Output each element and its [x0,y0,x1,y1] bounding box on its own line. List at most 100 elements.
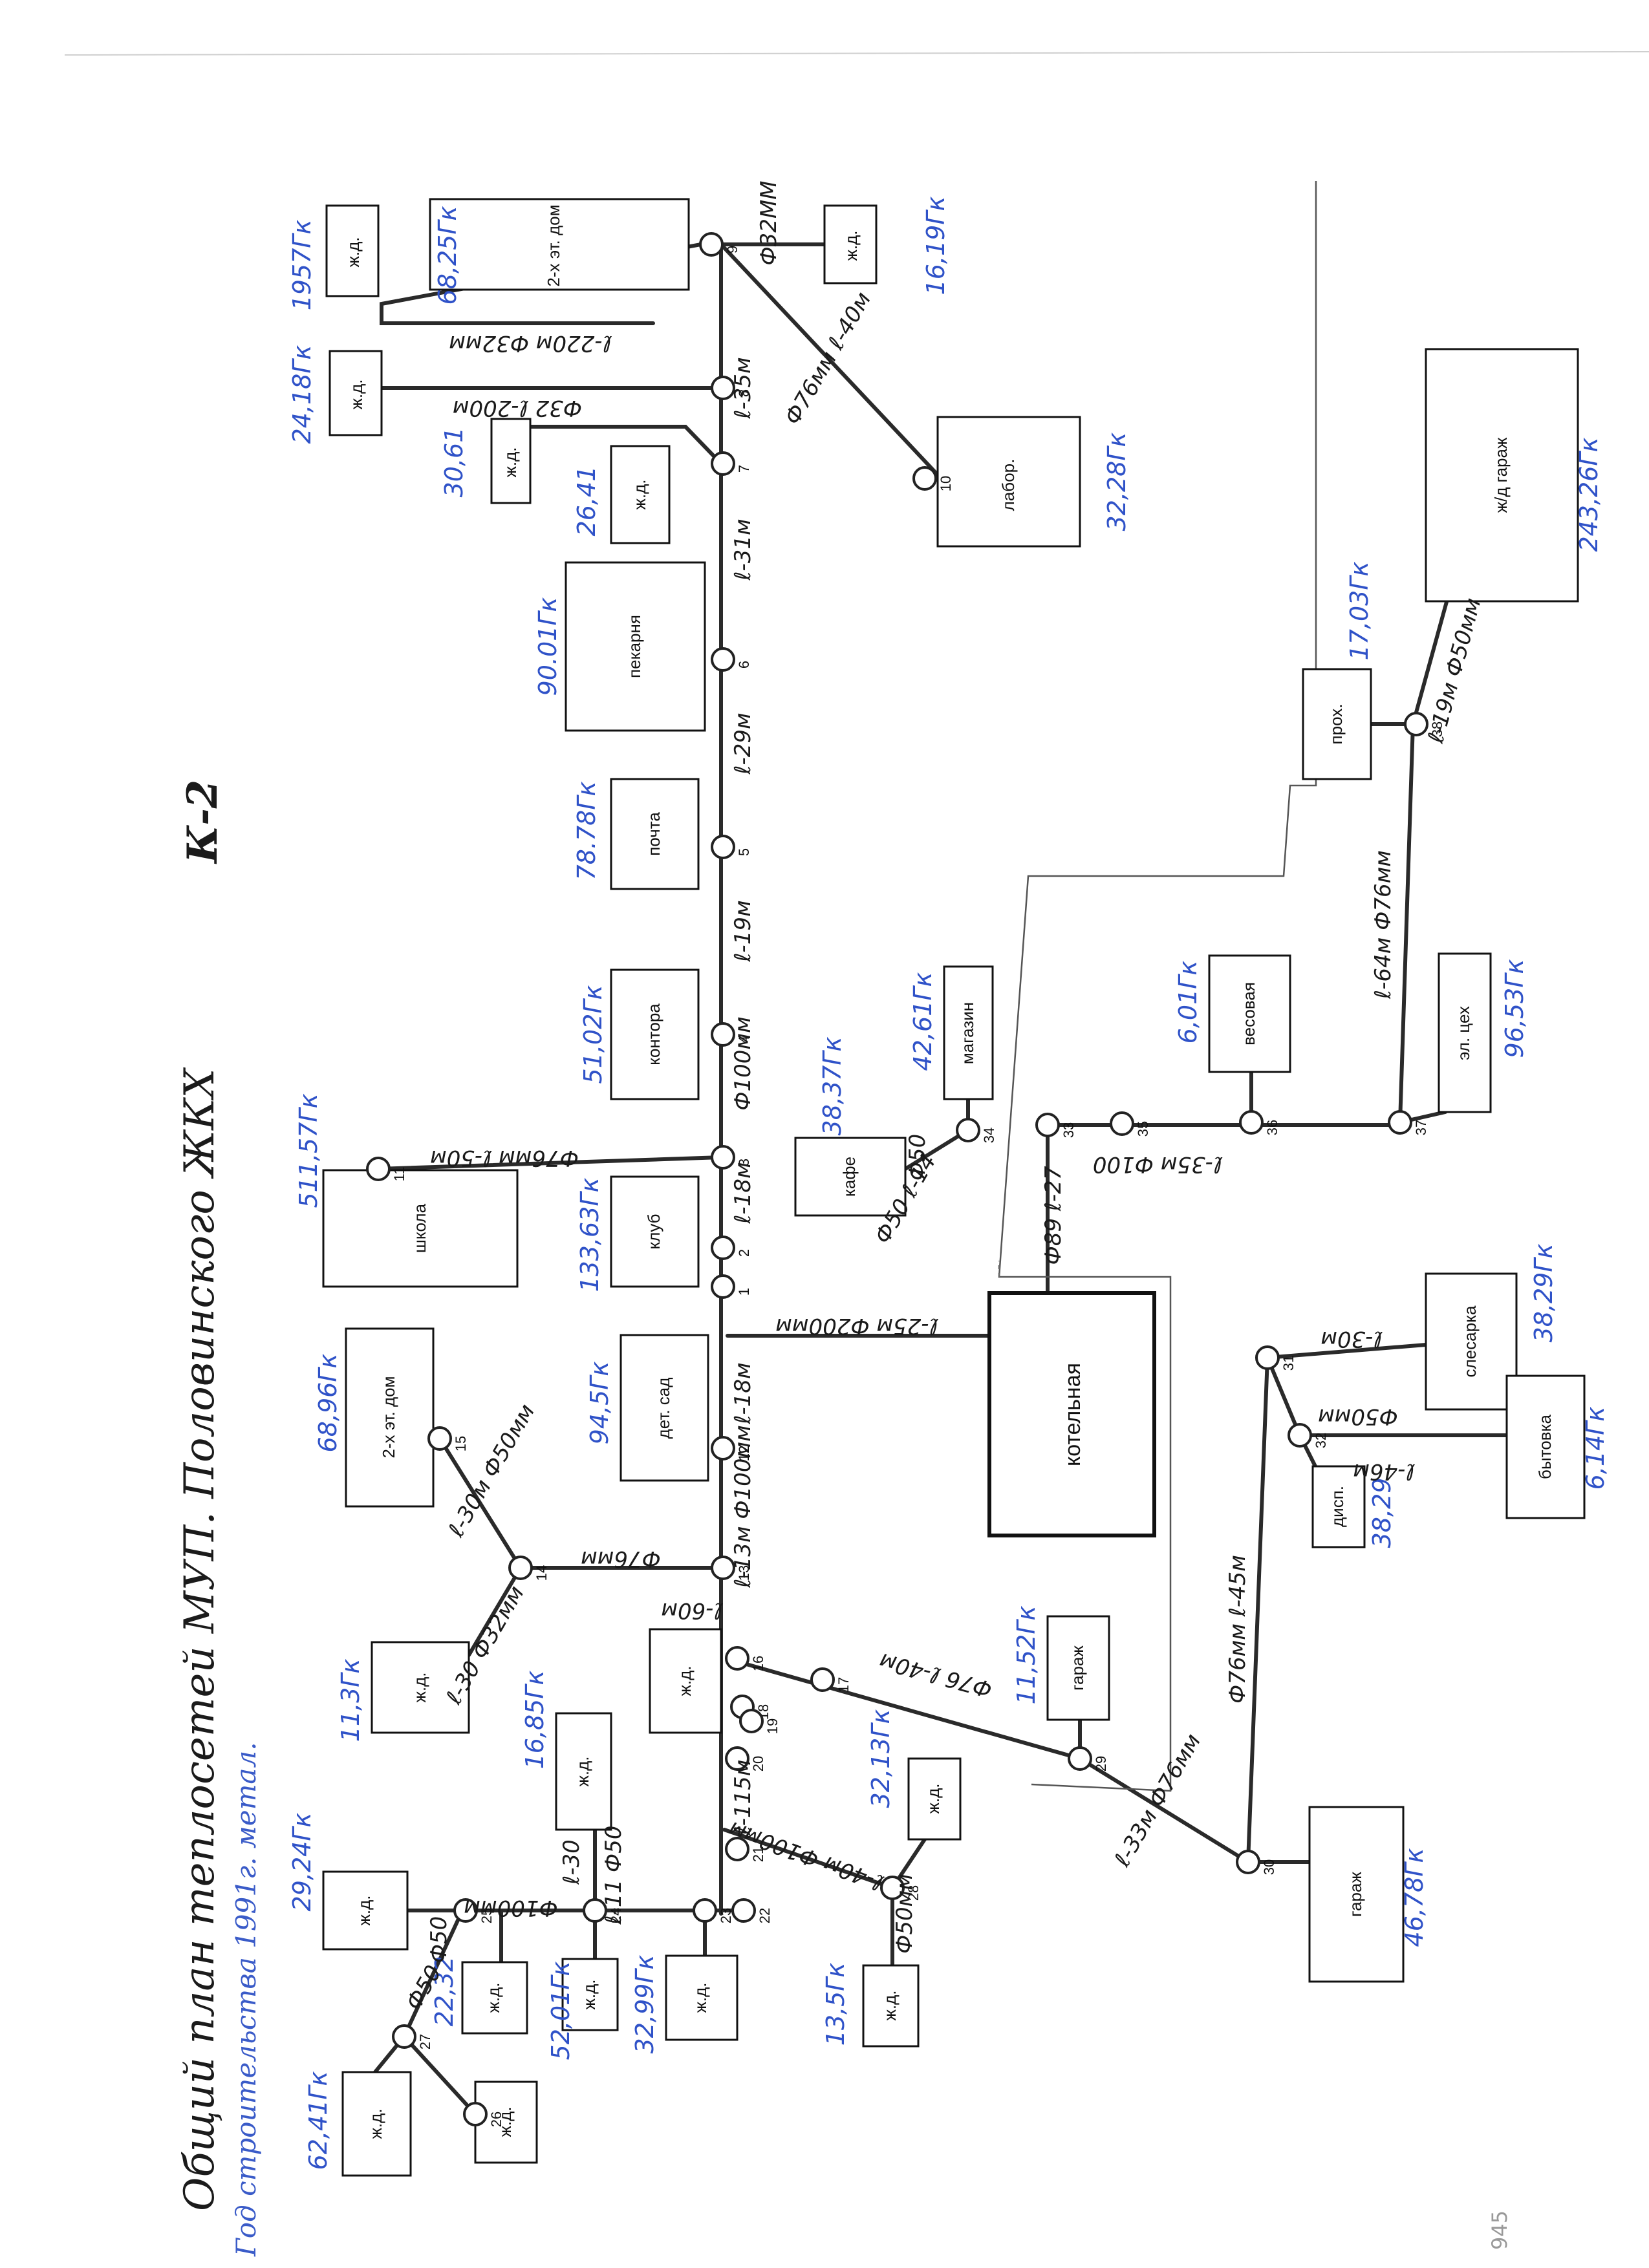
svg-text:слесарка: слесарка [1460,1305,1480,1377]
pipe-spec: ℓ-64м Ф76мм [1370,850,1396,1000]
plan-subtitle: Год строительства 1991г. метал. [230,1742,262,2257]
svg-text:ж.д.: ж.д. [347,379,366,409]
load-label: 32,13Гк [867,1709,895,1808]
building-zhd-3213: ж.д. [907,1757,962,1841]
node-number: 38 [1429,722,1445,737]
svg-text:2-х эт. дом: 2-х эт. дом [544,204,563,286]
node-marker [1110,1111,1134,1136]
pipe-branch-7 [528,425,723,465]
load-label: 1957Гк [288,220,316,311]
pipe-spec: ℓ-18м [730,1162,756,1224]
node-number: 30 [1261,1859,1277,1875]
load-label: 32,99Гк [630,1955,659,2054]
pipe-branch-27 [402,1909,464,2038]
svg-text:ж.д.: ж.д. [410,1672,429,1702]
pipe-spec: Ф76мм [581,1546,661,1572]
boundary-line [998,181,1317,1792]
svg-text:дисп.: дисп. [1328,1486,1347,1527]
pipe-spec: ℓ-19м [730,900,756,962]
building-zhd-26: ж.д. [474,2081,538,2164]
pipe-spec: ℓ-30м [1320,1326,1383,1352]
building-zhd-2418: ж.д. [329,350,383,436]
node-number: 27 [417,2034,433,2049]
pipe-node-31: 31 [1255,1345,1297,1371]
node-number: 32 [1313,1433,1329,1448]
building-zhd-113: ж.д. [371,1641,470,1734]
pipe-node-17: 17 [810,1667,852,1693]
svg-text:ж.д.: ж.д. [343,237,363,267]
node-number: 31 [1280,1355,1297,1371]
pipe-node-23: 23 [693,1898,734,1923]
scan-edge-line [64,51,1649,56]
node-marker [711,1236,735,1260]
node-number: 15 [453,1436,469,1451]
node-number: 4 [736,1036,752,1043]
node-marker [1236,1850,1260,1874]
pipe-spec: Ф100мм [464,1895,557,1921]
load-label: 511,57Гк [294,1093,323,1208]
building-zhd-6241: ж.д. [341,2071,412,2177]
node-number: 20 [750,1756,766,1771]
svg-text:ж.д.: ж.д. [923,1783,943,1813]
node-marker [880,1876,905,1900]
load-label: 30,61 [440,427,468,498]
load-label: 6,14Гк [1581,1407,1610,1490]
building-zhd-1619: ж.д. [823,204,878,284]
load-labels: 1957Гк 68,25Гк 16,19Гк 24,18Гк 30,61 26,… [288,197,1610,2170]
node-number: 10 [938,476,954,491]
building-kafe: кафе [794,1137,907,1217]
corner-mark: 945 [1487,2210,1512,2250]
pipe-node-33: 33 [1035,1113,1077,1138]
svg-text:эл. цех: эл. цех [1454,1006,1473,1060]
pipe-node-30: 30 [1236,1850,1277,1875]
node-marker [725,1837,749,1861]
svg-text:клуб: клуб [644,1214,663,1249]
load-label: 133,63Гк [576,1177,604,1292]
pipe-node-24: 24 [583,1898,624,1923]
pipe-node-15: 15 [427,1426,469,1451]
node-marker [583,1898,607,1923]
load-label: 90.01Гк [534,597,562,696]
site-boundaries [998,181,1317,1792]
node-marker [1068,1746,1092,1771]
svg-text:кафе: кафе [839,1157,859,1197]
plan-title: Общий план теплосетей МУП. Половинского … [176,1067,224,2211]
pipe-spec: Ф100мм [730,1016,756,1110]
load-label: 26,41 [572,466,601,537]
load-label: 24,18Гк [288,345,316,444]
pipe-node-19: 19 [739,1709,781,1734]
pipe-node-20: 20 [725,1746,766,1771]
node-number: 5 [736,848,752,856]
load-label: 6,01Гк [1174,961,1202,1044]
node-marker [463,2102,488,2126]
node-marker [731,1898,756,1923]
load-label: 68,25Гк [433,206,462,305]
node-number: 12 [736,1446,752,1461]
node-marker [711,1436,735,1460]
svg-text:ж.д.: ж.д. [841,230,861,261]
node-marker [711,835,735,859]
node-marker [508,1556,533,1580]
pipe-node-37: 37 [1388,1110,1429,1135]
node-marker [912,466,937,491]
node-marker [711,647,735,672]
pipe-node-38: 38 [1404,712,1445,737]
pipe-node-10: 10 [912,466,954,491]
pipe-node-4: 4 [711,1022,752,1047]
building-pekarnya: пекарня [565,561,706,732]
pipe-branch-15 [438,1437,523,1570]
node-marker [956,1118,980,1142]
pipe-node-2: 2 [711,1236,752,1260]
pipe-spec: Ф76мм ℓ-50м [430,1145,579,1171]
pipe-spec: ℓ-13м Ф100мм [730,1425,756,1589]
svg-text:пекарня: пекарня [625,615,644,678]
building-2et-dom-left: 2-х эт. дом [345,1327,435,1508]
node-marker [693,1898,717,1923]
svg-text:почта: почта [644,812,663,856]
node-number: 14 [534,1565,550,1581]
pipe-branch-cafe [903,1128,970,1171]
svg-text:школа: школа [410,1203,429,1253]
pipe-branch-31 [1246,1356,1269,1864]
pipe-node-9: 9 [699,232,740,257]
